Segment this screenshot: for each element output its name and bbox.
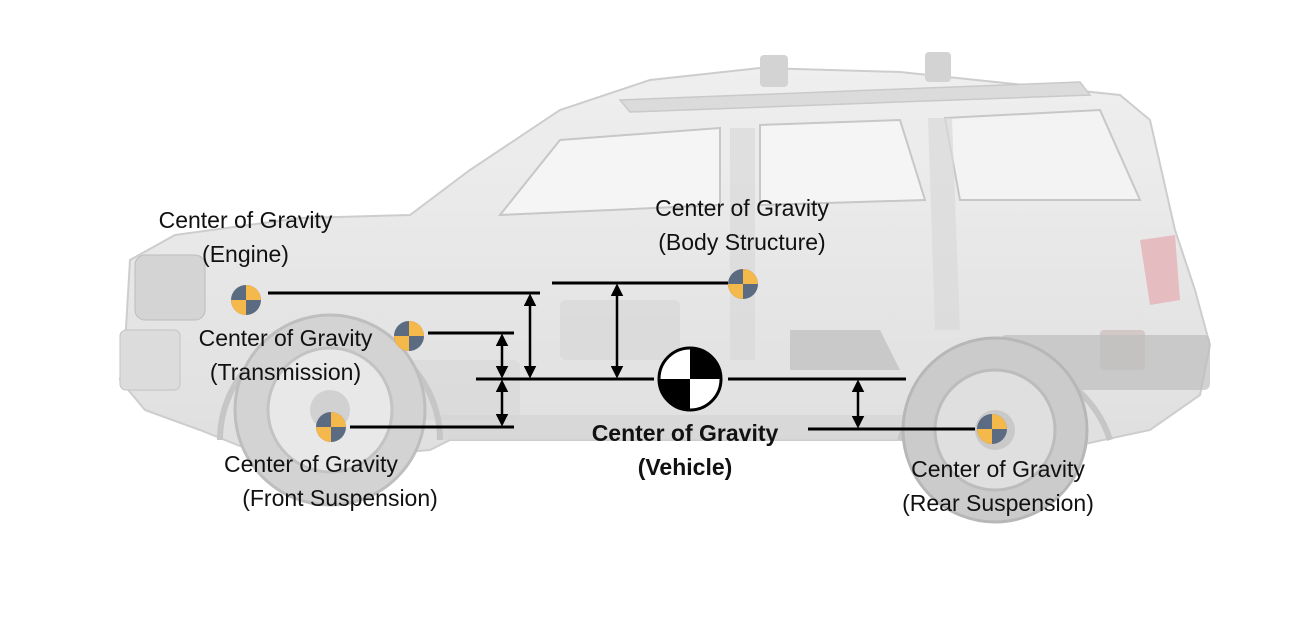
cg-marker-icon xyxy=(316,412,346,442)
rear-suspension-cg-label: Center of Gravity (Rear Suspension) xyxy=(882,452,1114,520)
cg-marker-icon xyxy=(728,269,758,299)
cg-marker-icon xyxy=(394,321,424,351)
front-wheel xyxy=(233,313,427,507)
dimension-arrows xyxy=(495,283,865,429)
transmission-cg-label-line2: (Transmission) xyxy=(209,359,362,385)
engine-cg-label-line1: Center of Gravity xyxy=(158,207,333,233)
transmission-cg-label-line1: Center of Gravity xyxy=(198,325,373,351)
cg-marker-icon xyxy=(977,414,1007,444)
rear-suspension-cg-label-line2: (Rear Suspension) xyxy=(902,490,1094,516)
vehicle-cg-marker-icon xyxy=(657,346,723,412)
reference-lines xyxy=(268,281,975,431)
rear-suspension-cg-label-line1: Center of Gravity xyxy=(911,456,1085,482)
vehicle-cg-label: Center of Gravity (Vehicle) xyxy=(568,416,802,484)
front-suspension-cg-label-line1: Center of Gravity xyxy=(224,451,398,477)
body-structure-cg-label: Center of Gravity (Body Structure) xyxy=(632,191,852,259)
front-suspension-cg-label-line2: (Front Suspension) xyxy=(242,485,438,511)
cg-marker-icon xyxy=(231,285,261,315)
body-structure-cg-label-line2: (Body Structure) xyxy=(658,229,826,255)
engine-cg-label: Center of Gravity (Engine) xyxy=(138,203,353,271)
engine-cg-label-line2: (Engine) xyxy=(202,241,289,267)
vehicle-cg-label-line2: (Vehicle) xyxy=(637,454,733,480)
body-structure-cg-label-line1: Center of Gravity xyxy=(655,195,829,221)
vehicle-cg-label-line1: Center of Gravity xyxy=(591,420,779,446)
transmission-cg-label: Center of Gravity (Transmission) xyxy=(178,321,393,389)
vehicle-illustration xyxy=(118,52,1212,524)
front-suspension-cg-label: Center of Gravity (Front Suspension) xyxy=(220,447,460,515)
